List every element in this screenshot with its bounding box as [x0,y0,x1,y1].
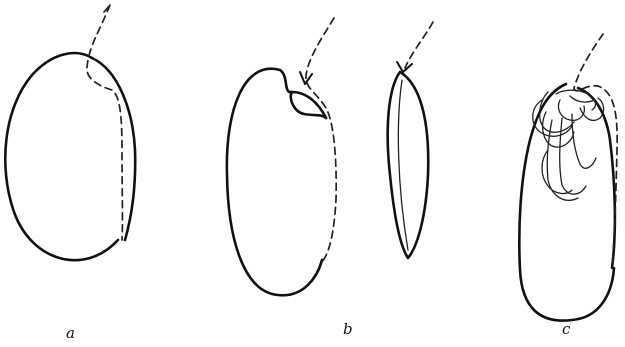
seed-outline-a [5,53,118,260]
side-inner-line [398,80,408,250]
side-outline [388,72,429,258]
dashed-path-a [87,5,123,240]
panel-label-c: c [562,320,571,338]
seed-outline-b [227,69,326,296]
panel-b [227,18,336,295]
panel-label-b: b [343,320,353,338]
panel-a [5,5,135,260]
arrowhead-side [397,62,412,72]
panel-label-a: a [66,324,75,342]
dashed-path-side [405,22,433,68]
panel-c [519,34,617,321]
dashed-path-b [306,18,336,262]
side-view-seed [388,22,433,258]
